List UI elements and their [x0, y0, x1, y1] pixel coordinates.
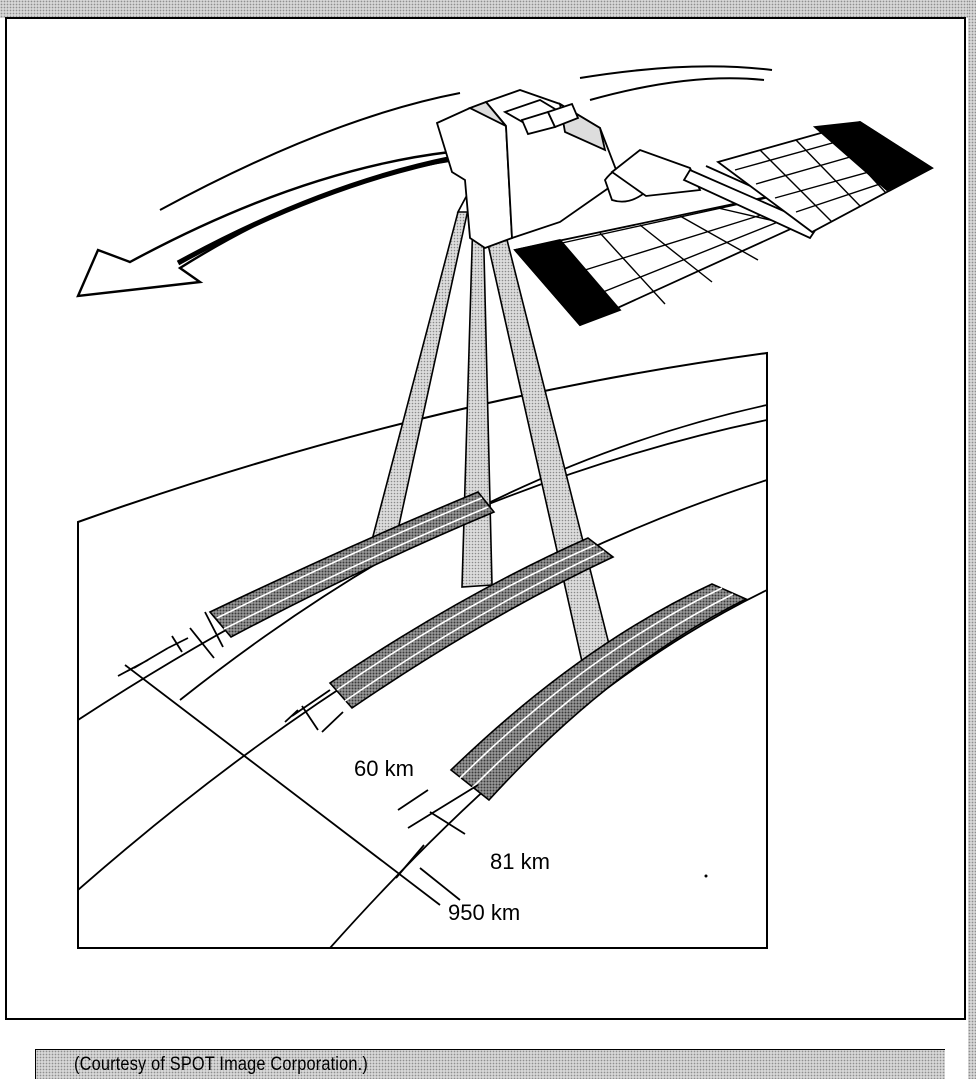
label-60-km: 60 km [354, 756, 414, 781]
label-950-km: 950 km [448, 900, 520, 925]
figure-caption: (Courtesy of SPOT Image Corporation.) [74, 1054, 368, 1075]
dimension-ticks [117, 611, 479, 901]
label-81-km: 81 km [490, 849, 550, 874]
caption-bar: (Courtesy of SPOT Image Corporation.) [35, 1049, 945, 1079]
satellite-icon [435, 89, 934, 327]
ground-swaths [208, 491, 748, 802]
right-border-strip [968, 0, 976, 1079]
speck-dot [704, 874, 708, 878]
top-border-strip [0, 0, 976, 18]
